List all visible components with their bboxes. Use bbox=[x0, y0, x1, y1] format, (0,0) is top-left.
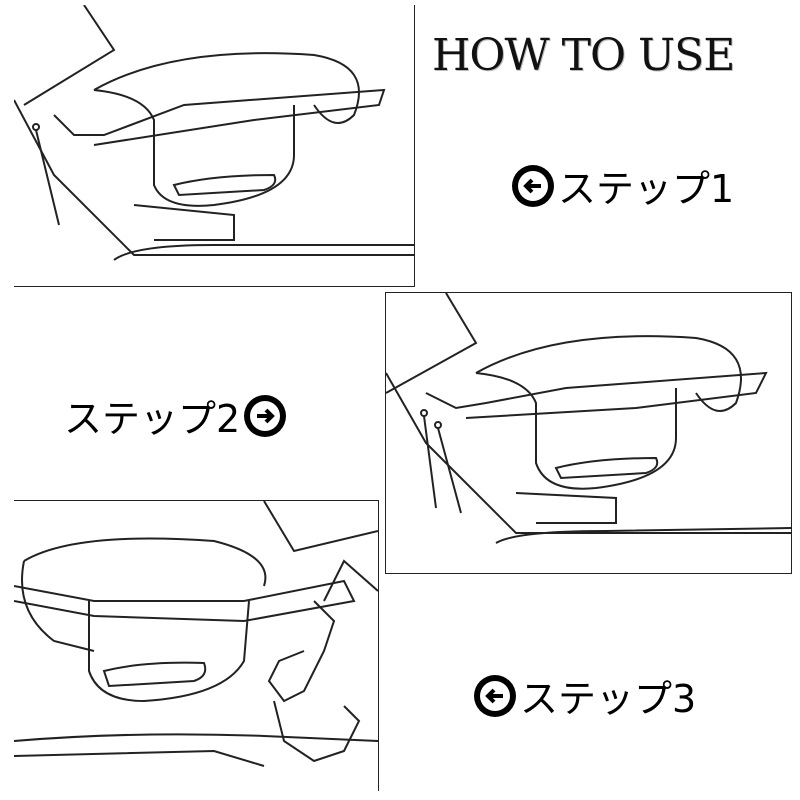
headrest-pillow-icon bbox=[386, 293, 791, 544]
headrest-pillow-icon bbox=[14, 501, 378, 767]
right-arrow-circle-icon bbox=[244, 394, 287, 437]
step3-label-group: ステップ3 bbox=[474, 668, 696, 723]
step1-label-group: ステップ1 bbox=[512, 158, 734, 213]
step3-illustration bbox=[14, 500, 379, 791]
step2-label-group: ステップ2 bbox=[64, 388, 287, 443]
how-to-use-title: HOW TO USE bbox=[432, 30, 735, 81]
step3-label: ステップ3 bbox=[520, 677, 697, 721]
headrest-pillow-icon bbox=[14, 5, 414, 261]
left-arrow-circle-icon bbox=[474, 674, 516, 717]
step1-illustration bbox=[14, 5, 415, 287]
step2-label: ステップ2 bbox=[64, 397, 241, 441]
step1-label: ステップ1 bbox=[558, 167, 735, 211]
left-arrow-circle-icon bbox=[512, 164, 554, 207]
step2-illustration bbox=[385, 292, 792, 574]
